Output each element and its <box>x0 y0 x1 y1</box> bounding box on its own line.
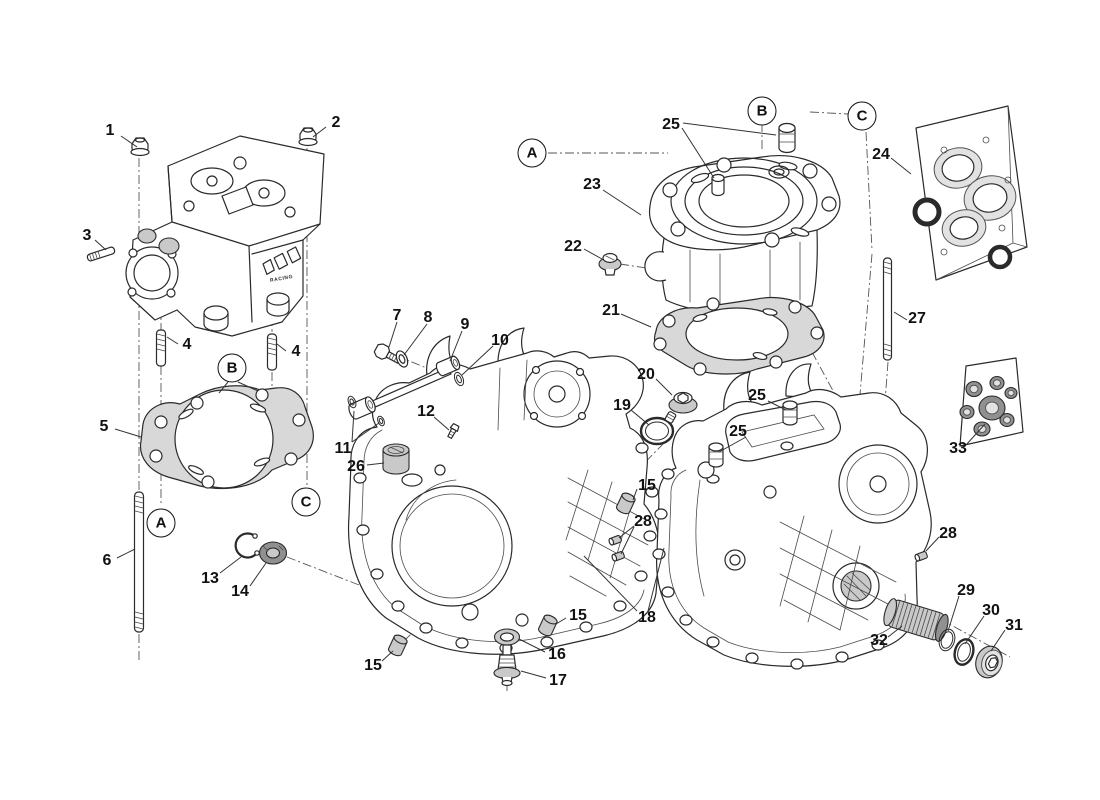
callout-26: 26 <box>347 458 365 475</box>
callout-21: 21 <box>602 302 620 319</box>
callout-15: 15 <box>569 607 587 624</box>
stud-6 <box>133 491 145 633</box>
leader-lines <box>94 122 1006 679</box>
dowel-25-right-1 <box>782 400 798 426</box>
reference-letter-A: A <box>517 138 547 168</box>
reference-letter-C: C <box>847 101 877 131</box>
set-screw-28a <box>608 535 622 546</box>
dowel-15-bottom <box>538 614 558 637</box>
washer-16 <box>493 628 521 646</box>
callout-27: 27 <box>908 310 926 327</box>
callout-28: 28 <box>939 525 957 542</box>
o-ring-29 <box>938 628 956 652</box>
callout-25: 25 <box>748 387 766 404</box>
dowel-25-top <box>778 122 796 154</box>
callout-3: 3 <box>82 227 92 244</box>
base-gasket <box>653 297 825 376</box>
seal-14 <box>258 541 288 565</box>
cylinder-head: RACING <box>125 135 325 337</box>
callout-7: 7 <box>392 307 402 324</box>
callout-2: 2 <box>331 114 341 131</box>
callout-1: 1 <box>105 122 115 139</box>
callout-15: 15 <box>638 477 656 494</box>
jet-12 <box>447 423 460 439</box>
o-ring-19 <box>639 416 675 446</box>
reference-letter-B: B <box>217 353 247 383</box>
flange-nut-2 <box>298 127 318 147</box>
callout-19: 19 <box>613 397 631 414</box>
plug-22 <box>598 252 622 276</box>
crankcase-half-right <box>652 363 932 670</box>
filter-cover-31 <box>975 645 1003 679</box>
stud-3 <box>86 246 116 262</box>
callout-23: 23 <box>583 176 601 193</box>
stud-27 <box>882 257 893 361</box>
dowel-25-right-2 <box>708 442 724 468</box>
callout-33: 33 <box>949 440 967 457</box>
callout-31: 31 <box>1005 617 1023 634</box>
set-screw-28c <box>914 551 928 562</box>
callout-24: 24 <box>872 146 890 163</box>
callout-16: 16 <box>548 646 566 663</box>
flange-nut-1 <box>130 137 150 157</box>
callout-6: 6 <box>102 552 112 569</box>
head-gasket <box>139 385 314 490</box>
gasket-kit-24 <box>912 105 1028 281</box>
mount-rod-assembly <box>347 343 465 427</box>
callout-4: 4 <box>291 343 301 360</box>
oil-filter-32 <box>883 598 949 642</box>
stud-4-left <box>155 329 167 367</box>
stud-4-right <box>266 333 278 371</box>
reference-letter-C: C <box>291 487 321 517</box>
oil-filler-cap <box>382 443 410 475</box>
reference-letter-B: B <box>747 96 777 126</box>
callout-28: 28 <box>634 513 652 530</box>
callout-20: 20 <box>637 366 655 383</box>
callout-9: 9 <box>460 316 470 333</box>
callout-14: 14 <box>231 583 249 600</box>
callout-13: 13 <box>201 570 219 587</box>
drain-plug-17 <box>493 644 521 687</box>
callout-10: 10 <box>491 332 509 349</box>
callout-12: 12 <box>417 403 435 420</box>
reference-letter-A: A <box>146 508 176 538</box>
plug-20 <box>664 391 698 424</box>
callout-32: 32 <box>870 632 888 649</box>
dowel-15-bottomleft <box>388 634 408 657</box>
svg-text:RACING: RACING <box>270 274 294 284</box>
crankcase-half-left <box>347 327 661 655</box>
callout-29: 29 <box>957 582 975 599</box>
callout-25: 25 <box>662 116 680 133</box>
callout-30: 30 <box>982 602 1000 619</box>
callout-17: 17 <box>549 672 567 689</box>
callout-22: 22 <box>564 238 582 255</box>
circlip-13 <box>234 532 260 559</box>
set-screw-28b <box>611 551 625 562</box>
callout-8: 8 <box>423 309 433 326</box>
callout-11: 11 <box>334 440 352 457</box>
seal-kit-33 <box>959 357 1024 447</box>
callout-18: 18 <box>638 609 656 626</box>
callout-5: 5 <box>99 418 109 435</box>
callout-15: 15 <box>364 657 382 674</box>
callout-4: 4 <box>182 336 192 353</box>
tm-logo: RACING <box>262 246 302 284</box>
dowel-15-right <box>616 492 636 515</box>
callout-25: 25 <box>729 423 747 440</box>
